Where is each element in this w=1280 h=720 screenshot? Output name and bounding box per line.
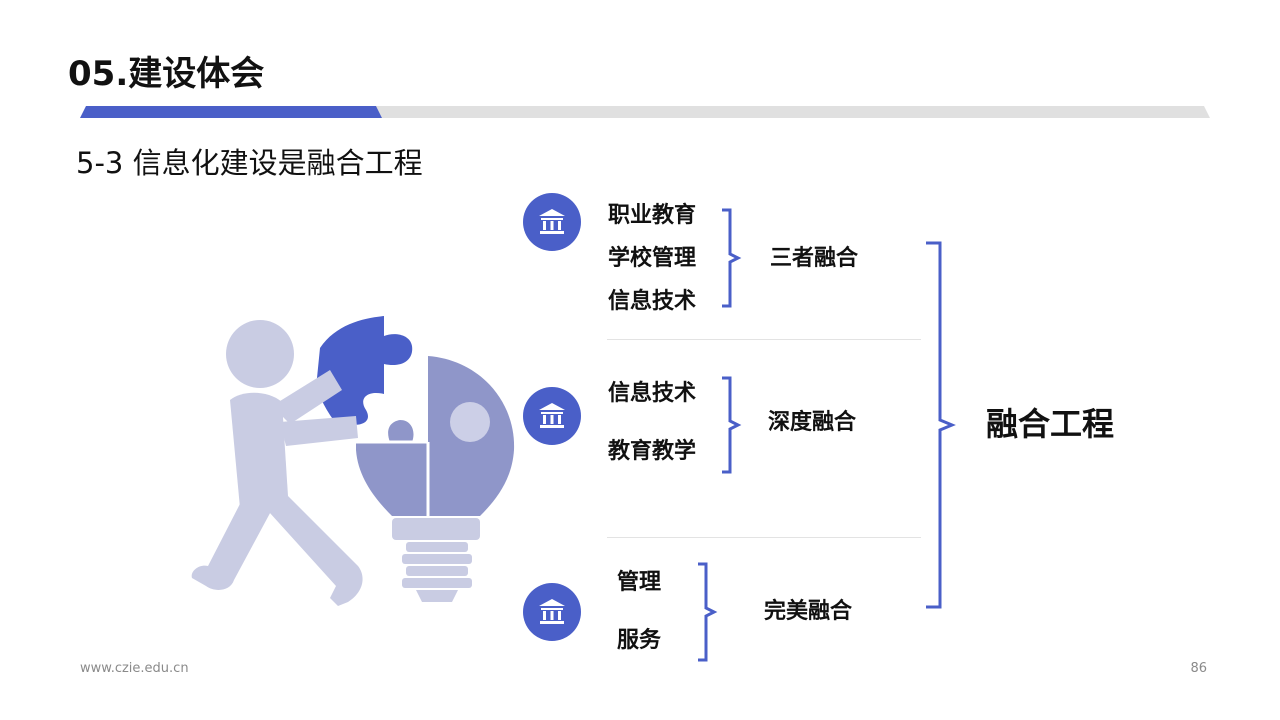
page-number: 86 [1190,661,1207,676]
title-underline-bar [80,106,1210,120]
bulb-base-icon [392,518,480,602]
group-3-item-2: 服务 [617,628,662,653]
group-1-item-2: 学校管理 [608,246,697,271]
puzzle-lightbulb-illustration [180,310,540,620]
bank-building-icon [539,403,565,428]
group-2-bracket [718,376,742,474]
bank-building-icon [539,599,565,624]
group-3-label: 完美融合 [764,599,853,624]
bank-building-icon [539,209,565,234]
group-2-label: 深度融合 [768,410,857,435]
result-bracket [922,241,958,611]
group-divider-2 [607,537,921,538]
section-subtitle: 5-3 信息化建设是融合工程 [76,146,423,180]
page-title: 05.建设体会 [68,54,265,94]
group-1-label: 三者融合 [770,246,859,271]
group-2-item-2: 教育教学 [608,439,697,464]
result-label: 融合工程 [986,405,1115,443]
person-figure-icon [191,320,363,606]
group-1-icon-circle [523,193,581,251]
group-1-item-3: 信息技术 [608,289,697,314]
dark-puzzle-piece-icon [316,316,413,430]
bulb-puzzle-icon [356,356,515,516]
footer-url: www.czie.edu.cn [80,661,189,676]
group-1-bracket [718,208,742,308]
group-2-item-1: 信息技术 [608,381,697,406]
group-3-icon-circle [523,583,581,641]
group-3-bracket [694,562,718,662]
group-divider-1 [607,339,921,340]
group-1-item-1: 职业教育 [608,203,697,228]
group-2-icon-circle [523,387,581,445]
group-3-item-1: 管理 [617,570,662,595]
